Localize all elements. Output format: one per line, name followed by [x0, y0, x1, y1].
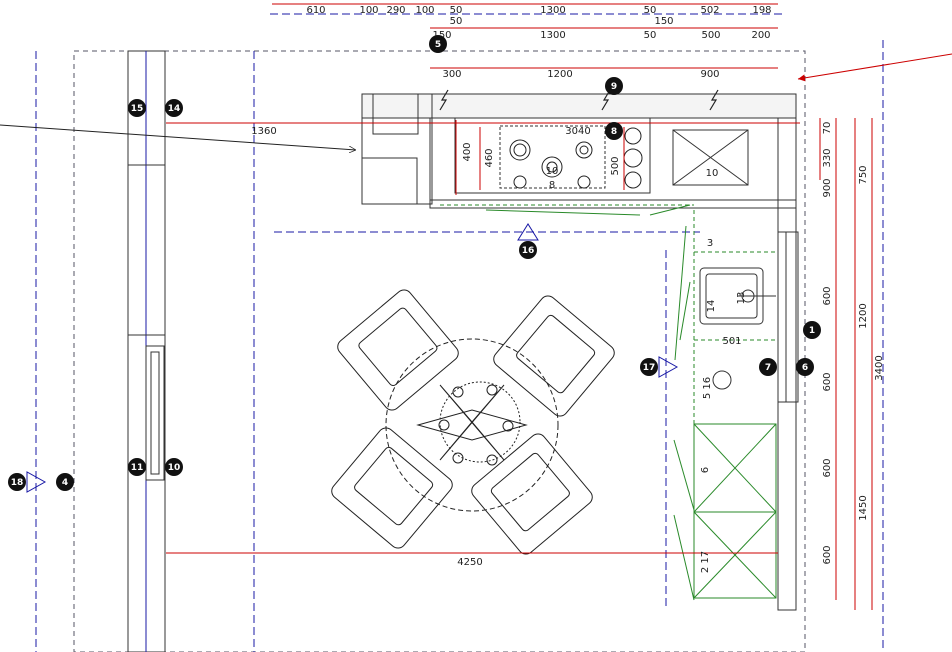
marker-circle: [128, 458, 146, 476]
dim-top-row1: 100: [415, 5, 434, 16]
view-circle: [8, 473, 26, 491]
dim-top-row1: 100: [359, 5, 378, 16]
dim-counter-depth: 1360: [251, 126, 276, 137]
dim-top-row1: 502: [700, 5, 719, 16]
marker-label: 6: [802, 363, 808, 373]
dim-top-row1: 1300: [540, 5, 565, 16]
dim-depth-460: 460: [484, 148, 495, 167]
marker-circle: [759, 358, 777, 376]
view-label: 18: [11, 478, 24, 488]
dim-counter-len: 3040: [565, 126, 590, 137]
outlet-symbols: [439, 89, 719, 111]
marker-label: 4: [62, 478, 68, 488]
view-triangle: [517, 223, 539, 241]
marker-label: 15: [131, 104, 144, 114]
dim-top-row3: 150: [432, 30, 451, 41]
dim-right-col1: 330: [822, 148, 833, 167]
dim-top-row3: 50: [644, 30, 657, 41]
dim-top-row2: 150: [654, 16, 673, 27]
dining-set: [331, 289, 615, 555]
marker-label: 5: [435, 40, 441, 50]
dim-top-row1: 50: [450, 5, 463, 16]
label-sink-13: 13: [736, 292, 747, 305]
view-circle: [519, 241, 537, 259]
marker-label: 1: [809, 326, 815, 336]
view-marker-group: 16 17 18: [8, 223, 679, 493]
leader-line: [0, 124, 356, 150]
hob: [509, 127, 643, 189]
marker-label: 10: [168, 463, 181, 473]
marker-label: 9: [611, 82, 617, 92]
dim-right-col3: 3400: [874, 355, 885, 380]
dim-top-row4: 1200: [547, 69, 572, 80]
label-corner-number: 3: [707, 238, 713, 249]
view-circle: [640, 358, 658, 376]
right-counter: [694, 117, 799, 611]
dim-right-col1: 600: [822, 372, 833, 391]
dim-top-row1: 198: [752, 5, 771, 16]
green-cabinets: [440, 204, 777, 601]
top-counter: [361, 93, 797, 209]
label-cabinet-2-17: 2 17: [700, 551, 711, 573]
dim-right-col1: 600: [822, 286, 833, 305]
dim-top-row1: 290: [386, 5, 405, 16]
label-text-group: 10 10 8 3 14 13 5 16 6 2 17: [546, 166, 747, 573]
guide-lines: [35, 13, 884, 652]
room-boundary: [73, 50, 806, 652]
marker-label: 7: [765, 363, 771, 373]
dimension-lines: [166, 3, 952, 610]
dim-right-col1: 70: [822, 122, 833, 135]
label-hob-number: 10: [546, 166, 559, 177]
marker-circle: [803, 321, 821, 339]
view-triangle: [26, 471, 47, 493]
dim-depth-400: 400: [462, 142, 473, 161]
label-hob-small: 8: [549, 180, 555, 191]
dim-top-row3: 200: [751, 30, 770, 41]
view-label: 17: [643, 363, 656, 373]
dim-top-row4: 300: [442, 69, 461, 80]
marker-circle: [165, 458, 183, 476]
label-outlet-5-16: 5 16: [702, 377, 713, 399]
dim-right-col2: 750: [858, 165, 869, 184]
marker-circle: [56, 473, 74, 491]
dim-top-row2: 50: [450, 16, 463, 27]
dim-right-col2: 1450: [858, 495, 869, 520]
dim-top-row1: 50: [644, 5, 657, 16]
marker-circle: [128, 99, 146, 117]
label-sink-14: 14: [706, 300, 717, 313]
dim-top-row4: 900: [700, 69, 719, 80]
label-cabinet-6: 6: [700, 467, 711, 473]
marker-circle: [605, 122, 623, 140]
marker-circle: [165, 99, 183, 117]
dim-side-501: 501: [722, 336, 741, 347]
left-wall: [127, 50, 166, 652]
dim-right-col1: 600: [822, 545, 833, 564]
view-triangle: [658, 356, 679, 378]
dim-top-row3: 1300: [540, 30, 565, 41]
marker-label: 14: [168, 104, 181, 114]
marker-circle: [605, 77, 623, 95]
dim-top-row1: 610: [306, 5, 325, 16]
marker-label: 8: [611, 127, 617, 137]
dim-top-row3: 500: [701, 30, 720, 41]
dim-right-col1: 900: [822, 178, 833, 197]
view-label: 16: [522, 246, 535, 256]
dim-right-col2: 1200: [858, 303, 869, 328]
marker-circle: [796, 358, 814, 376]
dim-depth-500: 500: [610, 156, 621, 175]
label-sink-number: 10: [706, 168, 719, 179]
marker-circle: [429, 35, 447, 53]
dim-room-width: 4250: [457, 557, 482, 568]
dim-right-col1: 600: [822, 458, 833, 477]
marker-label: 11: [131, 463, 144, 473]
